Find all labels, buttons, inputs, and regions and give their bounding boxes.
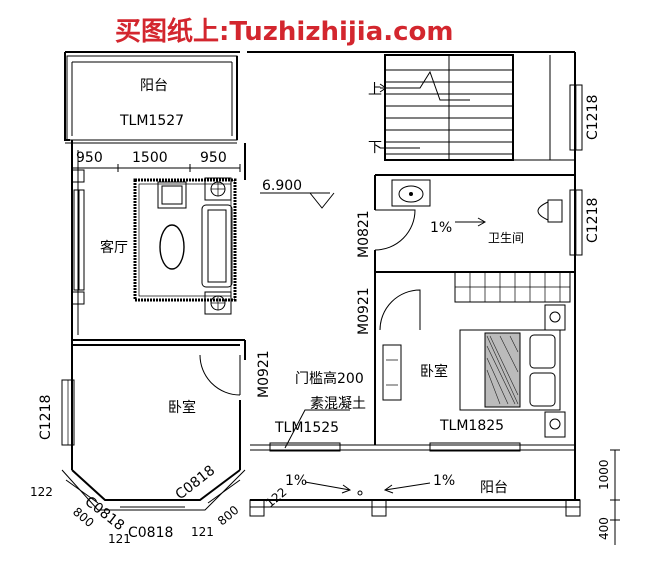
sofa (201, 204, 233, 288)
dim-800-right: 800 (215, 503, 242, 528)
bedroom-left-walls (71, 344, 241, 501)
balcony-top (65, 55, 238, 144)
dim-950-right: 950 (200, 150, 227, 166)
room-label-balcony-bottom: 阳台 (480, 480, 508, 496)
dim-121-left: 121 (108, 532, 131, 546)
dim-1500: 1500 (132, 150, 168, 166)
opening-tlm1527: TLM1527 (119, 113, 184, 129)
door-m0921-right (379, 289, 421, 331)
opening-tlm1525: TLM1525 (274, 420, 339, 436)
balcony-slope-left: 1% (285, 473, 307, 489)
lamp-table-top (204, 177, 232, 201)
wash-basin (391, 179, 431, 207)
bed (459, 329, 561, 411)
opening-m0821: M0821 (356, 210, 372, 258)
staircase (379, 54, 575, 161)
stair-up-label: 上 (368, 82, 382, 98)
armchair (157, 181, 187, 209)
living-dimension-line (71, 164, 241, 172)
opening-m0921-left: M0921 (256, 350, 272, 398)
living-window (71, 169, 85, 305)
level-marker (260, 192, 335, 209)
note-threshold: 门槛高200 (295, 370, 364, 387)
dim-400: 400 (597, 517, 611, 540)
room-label-living: 客厅 (100, 239, 128, 256)
balcony-bottom (249, 442, 581, 517)
opening-tlm1825: TLM1825 (439, 418, 504, 434)
window-c1218-mid (569, 189, 583, 256)
opening-c0818-b: C0818 (173, 463, 219, 504)
vertical-dimension (610, 449, 620, 545)
nightstand-top (544, 304, 566, 331)
wardrobe (454, 271, 571, 303)
bathroom-walls (374, 174, 575, 273)
toilet (537, 199, 563, 223)
stair-down-label: 下 (368, 140, 382, 156)
opening-c1218-top: C1218 (585, 95, 601, 140)
dim-950-left: 950 (76, 150, 103, 166)
opening-c1218-left: C1218 (38, 395, 54, 440)
coffee-table (159, 224, 185, 270)
window-c1218-left (61, 379, 75, 446)
nightstand-bottom (544, 411, 566, 438)
living-walls (71, 143, 246, 341)
window-c1218-top (569, 84, 583, 151)
room-label-bedroom-right: 卧室 (420, 363, 448, 380)
room-label-bedroom-left: 卧室 (168, 399, 196, 416)
room-label-balcony-top: 阳台 (140, 78, 168, 94)
lamp-table-bottom (204, 291, 232, 315)
balcony-slope-right: 1% (433, 473, 455, 489)
dim-122-left: 122 (30, 485, 53, 499)
opening-c0818-c: C0818 (128, 525, 173, 541)
bath-slope: 1% (430, 220, 452, 236)
note-concrete: 素混凝土 (310, 396, 366, 412)
dim-1000: 1000 (597, 459, 611, 490)
watermark: 买图纸上:Tuzhizhijia.com (115, 16, 454, 47)
threshold-leader (284, 409, 350, 449)
living-rug (133, 178, 237, 302)
bath-drain-arrow (455, 217, 487, 227)
room-label-bathroom: 卫生间 (488, 231, 524, 245)
bay-window (61, 469, 246, 511)
opening-m0921-corridor: M0921 (356, 287, 372, 335)
dresser (382, 344, 402, 401)
level-label: 6.900 (262, 178, 302, 194)
opening-c1218-mid: C1218 (585, 198, 601, 243)
dim-121-right: 121 (191, 525, 214, 539)
